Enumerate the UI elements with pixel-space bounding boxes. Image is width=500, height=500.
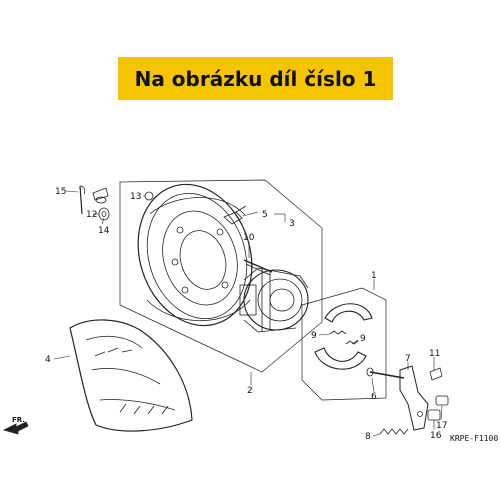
brake-hub <box>239 267 309 333</box>
callout-7: 7 <box>405 354 411 364</box>
callout-13: 13 <box>130 192 141 202</box>
nut-13 <box>144 191 154 201</box>
callout-3: 3 <box>289 219 295 229</box>
callout-15: 15 <box>55 187 66 197</box>
callout-labels: 15 12 14 13 5 3 10 1 9 9 4 2 7 11 6 17 1… <box>45 187 447 442</box>
callout-14: 14 <box>98 226 110 236</box>
banner-text: Na obrázku díl číslo 1 <box>134 66 377 91</box>
wheel-assembly-outline <box>119 179 323 373</box>
callout-8: 8 <box>365 432 371 442</box>
left-hardware <box>79 185 110 221</box>
leader-lines <box>53 190 443 437</box>
brake-arm <box>366 365 429 431</box>
front-arrow-icon <box>2 421 29 435</box>
callout-9a: 9 <box>311 331 317 341</box>
callout-9b: 9 <box>360 334 366 344</box>
diagram-code: KRPE-F1100 <box>450 434 498 443</box>
callout-5: 5 <box>262 210 268 220</box>
callout-6: 6 <box>371 392 377 402</box>
front-direction-label: FR. <box>12 416 25 424</box>
callout-12: 12 <box>86 210 97 220</box>
callout-11: 11 <box>429 349 440 359</box>
tire <box>69 319 193 432</box>
callout-4: 4 <box>45 355 51 365</box>
callout-10: 10 <box>243 233 255 243</box>
axle-stud <box>243 259 273 276</box>
callout-1: 1 <box>371 271 377 281</box>
callout-2: 2 <box>247 386 253 396</box>
brake-shoe-outline <box>301 287 387 401</box>
wheel-rim <box>137 183 253 327</box>
brake-shoes <box>314 303 373 370</box>
part-number-banner: Na obrázku díl číslo 1 <box>118 57 393 100</box>
callout-16: 16 <box>430 431 442 441</box>
valve-part <box>223 205 247 225</box>
callout-17: 17 <box>436 421 447 431</box>
